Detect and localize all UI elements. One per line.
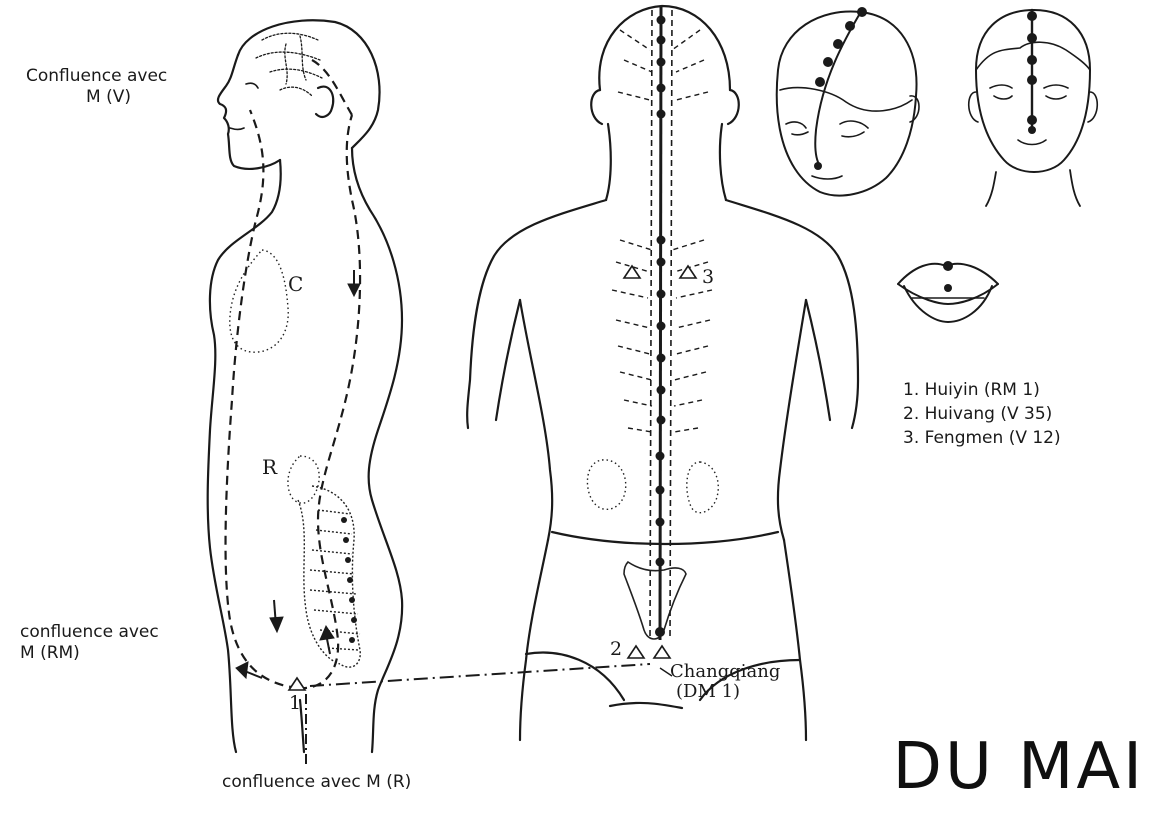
huiyin-point-marker: [289, 678, 305, 690]
side-meridian-path: [226, 60, 361, 688]
legend-item-huiyang: 2. Huivang (V 35): [903, 402, 1061, 426]
organ-label-c: C: [288, 272, 303, 296]
changqiang-line1: Changqiang: [670, 662, 780, 682]
confluence-rm-line2: M (RM): [20, 643, 159, 664]
confluence-rm-label: confluence avec M (RM): [20, 622, 159, 664]
back-kidney-left: [587, 460, 625, 510]
kidney-organ: [288, 456, 319, 503]
lips-acupoint: [943, 261, 953, 271]
back-sacrum: [624, 562, 686, 639]
side-direction-arrows: [236, 270, 360, 678]
fengmen-point-right: [680, 266, 696, 278]
confluence-v-line1: Confluence avec: [26, 66, 167, 87]
legend-item-huiyin: 1. Huiyin (RM 1): [903, 378, 1061, 402]
confluence-v-label: Confluence avec M (V): [26, 66, 167, 108]
points-legend: 1. Huiyin (RM 1) 2. Huivang (V 35) 3. Fe…: [903, 378, 1061, 450]
legend-item-fengmen: 3. Fengmen (V 12): [903, 426, 1061, 450]
changqiang-line2: (DM 1): [670, 682, 780, 702]
back-kidney-right: [687, 462, 718, 513]
huiyang-point-left: [628, 646, 644, 658]
head-three-quarter-points: [814, 7, 867, 170]
organ-label-r: R: [262, 455, 277, 479]
confluence-v-line2: M (V): [26, 87, 167, 108]
connecting-line: [310, 664, 650, 686]
point-2-label: 2: [610, 638, 622, 660]
lips-detail: [898, 264, 998, 322]
confluence-rm-line1: confluence avec: [20, 622, 159, 643]
point-1-label: 1: [289, 692, 301, 714]
huiyang-point-right: [654, 646, 670, 658]
diagram-title: DU MAI: [893, 730, 1145, 804]
heart-organ: [230, 250, 288, 352]
point-3-label: 3: [702, 266, 714, 288]
head-three-quarter: [777, 10, 919, 196]
lips-acupoint-lower: [944, 284, 952, 292]
changqiang-label: Changqiang (DM 1): [670, 662, 780, 702]
confluence-r-label: confluence avec M (R): [222, 772, 411, 793]
